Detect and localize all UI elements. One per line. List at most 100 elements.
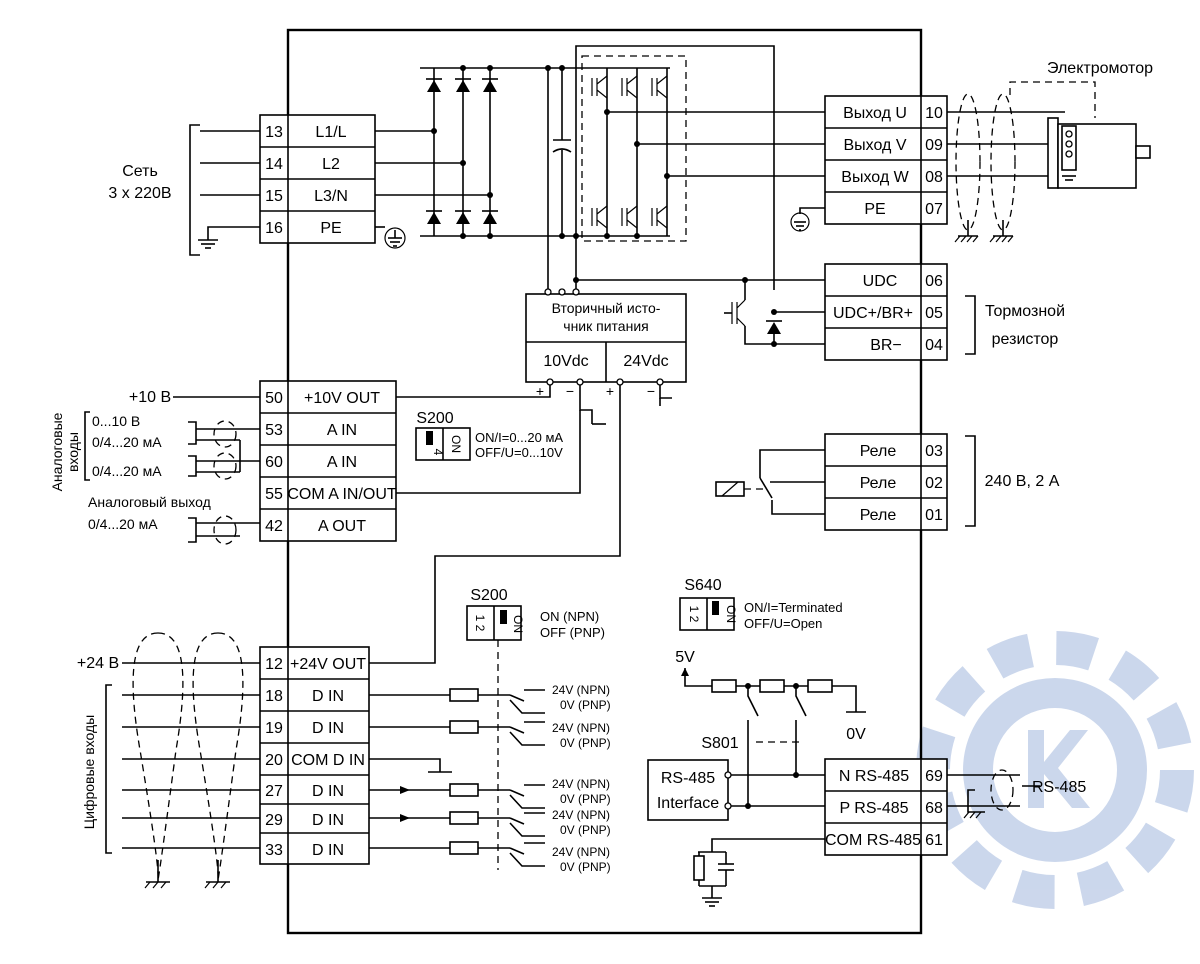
- interface-label-2: Interface: [657, 795, 719, 812]
- analog-terminal-block: 50 +10V OUT 53 A IN 60 A IN 55 COM A IN/…: [259, 380, 397, 542]
- switch-on: ON: [511, 615, 525, 633]
- terminal-number: 07: [925, 201, 943, 218]
- terminal-number: 29: [265, 812, 283, 829]
- terminal-label: Выход U: [843, 105, 907, 122]
- analog-inputs-label-2: входы: [65, 432, 81, 472]
- terminal-number: 10: [925, 105, 943, 122]
- pnp-label: 0V (PNP): [560, 698, 611, 712]
- supply-minus-24v: −: [647, 383, 655, 399]
- switch-desc-1: ON/I=Terminated: [744, 600, 843, 615]
- pnp-label: 0V (PNP): [560, 792, 611, 806]
- rectifier-bridge: [420, 65, 580, 239]
- terminal-label: D IN: [312, 688, 344, 705]
- supply-title-line2: чник питания: [563, 318, 648, 334]
- dc-link: [545, 45, 825, 290]
- watermark-gear-logo: [916, 631, 1194, 909]
- terminal-number: 03: [925, 443, 943, 460]
- terminal-label: A IN: [327, 454, 357, 471]
- mains-label: Сеть: [122, 163, 158, 180]
- terminal-number: 12: [265, 656, 283, 673]
- terminal-label: Выход W: [841, 169, 909, 186]
- terminal-label: COM D IN: [291, 752, 365, 769]
- relay-rating: 240 В, 2 А: [985, 473, 1060, 490]
- motor-terminal-block: Выход U 10 Выход V 09 Выход W 08 PE 07: [790, 95, 948, 232]
- terminal-number: 01: [925, 507, 943, 524]
- terminal-label: +24V OUT: [290, 656, 366, 673]
- terminal-number: 19: [265, 720, 283, 737]
- s801-label: S801: [701, 735, 738, 752]
- brake-section: UDC 06 UDC+/BR+ 05 BR− 04 Тормозной рези…: [724, 263, 1065, 361]
- terminal-label: COM A IN/OUT: [287, 486, 397, 503]
- dip-switch-s200-digital[interactable]: S200 1 2 ON ON (NPN) OFF (PNP): [466, 587, 605, 641]
- npn-label: 24V (NPN): [552, 808, 610, 822]
- supply-plus-24v: +: [606, 383, 614, 399]
- npn-label: 24V (NPN): [552, 777, 610, 791]
- terminal-label: P RS-485: [839, 800, 908, 817]
- digital-terminal-block: 12 +24V OUT 18 D IN 19 D IN 20 COM D IN …: [259, 646, 370, 865]
- rs485-terminal-block: N RS-485 69 P RS-485 68 COM RS-485 61: [824, 758, 948, 856]
- terminal-number: 14: [265, 156, 283, 173]
- supply-title-line1: Вторичный исто-: [552, 300, 661, 316]
- switch-on: ON: [724, 605, 738, 623]
- terminal-number: 16: [265, 220, 283, 237]
- terminal-label: D IN: [312, 783, 344, 800]
- plus10-label: +10 В: [129, 389, 171, 406]
- terminal-number: 69: [925, 768, 943, 785]
- terminal-number: 09: [925, 137, 943, 154]
- terminal-label: PE: [320, 220, 341, 237]
- motor-label: Электромотор: [1047, 60, 1153, 77]
- terminal-label: L3/N: [314, 188, 348, 205]
- relay-section: Реле 03 Реле 02 Реле 01 240 В, 2 А: [715, 433, 1060, 531]
- ground-icon: [375, 226, 406, 249]
- terminal-label: UDC: [863, 273, 898, 290]
- terminal-number: 04: [925, 337, 943, 354]
- power-terminal-block: 13 L1/L 14 L2 15 L3/N 16 PE: [259, 114, 376, 244]
- terminal-label: Реле: [860, 443, 897, 460]
- terminal-number: 60: [265, 454, 283, 471]
- v0-label: 0V: [846, 726, 866, 743]
- secondary-power-supply: Вторичный исто- чник питания 10Vdc 24Vdc…: [525, 288, 687, 425]
- motor-section: Электромотор: [947, 60, 1153, 243]
- analog-io-section: +10 В Аналоговые входы 0...10 В 0/4...20…: [49, 380, 581, 545]
- dip-switch-s200-analog[interactable]: S200 4 ON ON/I=0...20 мА OFF/U=0...10V: [415, 410, 563, 461]
- terminal-number: 18: [265, 688, 283, 705]
- rs485-bus-label: RS-485: [1032, 779, 1086, 796]
- switch-num: 1 2: [687, 606, 701, 623]
- digital-io-section: +24 В Цифровые входы 12 +24V OUT: [77, 385, 621, 889]
- analog-range-2: 0/4...20 мА: [92, 434, 162, 450]
- terminal-label: L1/L: [315, 124, 346, 141]
- switch-desc-2: OFF (PNP): [540, 625, 605, 640]
- supply-output-10v: 10Vdc: [543, 353, 588, 370]
- rs485-interface-box: RS-485 Interface: [647, 759, 732, 821]
- dip-switch-s640[interactable]: S640 1 2 ON ON/I=Terminated OFF/U=Open: [679, 577, 843, 631]
- motor-icon: [1047, 117, 1151, 189]
- switch-num: 1 2: [473, 615, 487, 632]
- terminal-label: D IN: [312, 842, 344, 859]
- terminal-label: N RS-485: [839, 768, 909, 785]
- terminal-label: Выход V: [844, 137, 907, 154]
- plus24-label: +24 В: [77, 655, 119, 672]
- terminal-number: 27: [265, 783, 283, 800]
- terminal-number: 33: [265, 842, 283, 859]
- terminal-number: 55: [265, 486, 283, 503]
- terminal-label: A OUT: [318, 518, 366, 535]
- terminal-number: 05: [925, 305, 943, 322]
- interface-label-1: RS-485: [661, 770, 715, 787]
- terminal-label: D IN: [312, 812, 344, 829]
- switch-desc-1: ON/I=0...20 мА: [475, 430, 563, 445]
- terminal-number: 53: [265, 422, 283, 439]
- switch-on: ON: [449, 435, 463, 453]
- switch-name: S200: [416, 410, 453, 427]
- supply-minus-10v: −: [566, 383, 574, 399]
- inverter-bridge: [580, 55, 825, 242]
- terminal-number: 68: [925, 800, 943, 817]
- analog-range-3: 0/4...20 мА: [92, 463, 162, 479]
- switch-desc-2: OFF/U=Open: [744, 616, 822, 631]
- rs485-section: S640 1 2 ON ON/I=Terminated OFF/U=Open 5…: [647, 577, 1086, 907]
- switch-name: S640: [684, 577, 721, 594]
- pnp-label: 0V (PNP): [560, 823, 611, 837]
- terminal-number: 08: [925, 169, 943, 186]
- terminal-number: 06: [925, 273, 943, 290]
- v5-label: 5V: [675, 649, 695, 666]
